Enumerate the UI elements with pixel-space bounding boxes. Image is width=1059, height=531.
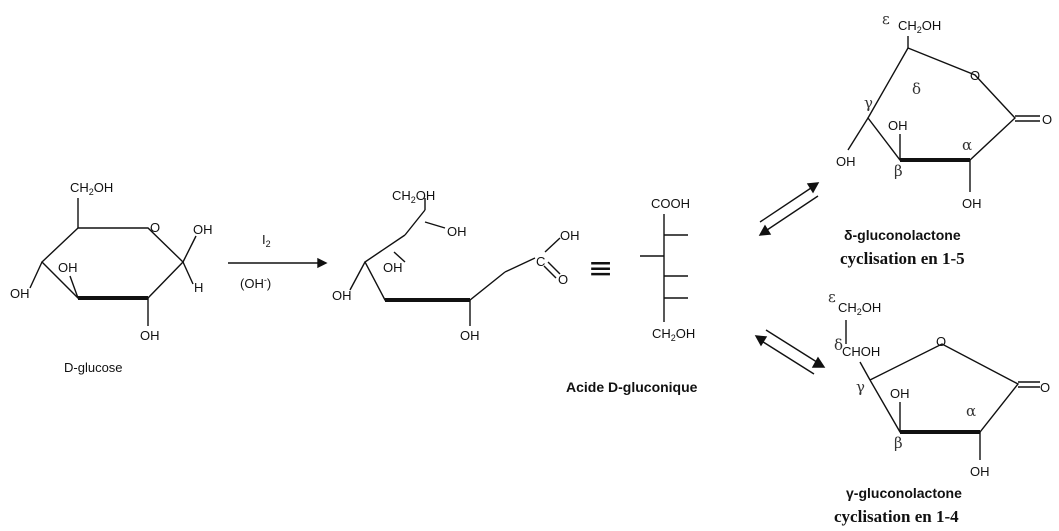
reagent-hydroxide: (OH-) [240, 275, 271, 291]
gamma-delta-label: δ [834, 336, 843, 354]
equilibrium-backward-head [754, 335, 768, 347]
delta-oh-label: OH [888, 118, 908, 133]
delta-alpha-label: α [962, 136, 972, 154]
equilibrium-backward-head [758, 224, 772, 236]
acid-oh-bond [424, 221, 446, 229]
delta-oh-bond [847, 117, 869, 151]
delta-gluconolactone-structure: CH2OH O O OH OH OH ε δ γ β α δ-gluconola… [836, 10, 1052, 268]
glucose-ch2oh-label: CH2OH [70, 180, 113, 197]
acid-oh-bond [349, 261, 366, 291]
equilibrium-arrow-gamma [754, 329, 826, 375]
glucose-h-bond [182, 261, 194, 285]
delta-oh-label: OH [836, 154, 856, 169]
acid-oh-label: OH [560, 228, 580, 243]
acid-carboxyl-oh-bond [544, 237, 561, 253]
gamma-ring-oxygen: O [936, 334, 946, 349]
gamma-epsilon-label: ε [828, 288, 836, 306]
gamma-ch2oh-label: CH2OH [838, 300, 881, 317]
gamma-oh-label: OH [890, 386, 910, 401]
glucose-oh-label: OH [193, 222, 213, 237]
delta-cyclisation-caption: cyclisation en 1-5 [840, 249, 965, 268]
gamma-cyclisation-caption: cyclisation en 1-4 [834, 507, 959, 526]
glucose-oh-label: OH [10, 286, 30, 301]
delta-epsilon-label: ε [882, 10, 890, 28]
delta-oh-label: OH [962, 196, 982, 211]
delta-delta-label: δ [912, 80, 921, 98]
acid-side-bond [404, 209, 426, 236]
gluconic-acid-name: Acide D-gluconique [566, 379, 698, 395]
fischer-projection: COOH CH2OH Acide D-gluconique [566, 196, 698, 395]
equilibrium-forward [759, 185, 815, 223]
acid-oh-bond [393, 251, 406, 263]
acid-carbonyl-bond [543, 265, 557, 279]
equilibrium-backward [759, 339, 815, 375]
reaction-arrow: I2 (OH-) [228, 232, 328, 291]
gamma-gamma-label: γ [856, 378, 865, 396]
gluconic-acid-structure: CH2OH OH OH OH OH C OH O [332, 188, 580, 343]
glucose-structure: CH2OH O OH H OH OH OH D-glucose [10, 180, 213, 375]
glucose-oh-label: OH [140, 328, 160, 343]
acid-oh-label: OH [447, 224, 467, 239]
equilibrium-forward-head [806, 182, 820, 194]
delta-ring-bond [867, 47, 1016, 161]
acid-oh-label: OH [383, 260, 403, 275]
delta-carbonyl-oxygen: O [1042, 112, 1052, 127]
glucose-name: D-glucose [64, 360, 123, 375]
arrow-head [317, 257, 328, 269]
gamma-oh-label: OH [970, 464, 990, 479]
gamma-choh-label: CHOH [842, 344, 880, 359]
acid-carbonyl-bond [547, 261, 561, 275]
glucose-oh-bond [29, 261, 43, 289]
glucose-oh-bond [69, 275, 79, 299]
reagent-iodine: I2 [262, 232, 271, 249]
equivalence-symbol: ≡ [588, 251, 613, 286]
glucose-oh-label: OH [58, 260, 78, 275]
acid-carbon-label: C [536, 254, 545, 269]
glucose-ring-oxygen: O [150, 220, 160, 235]
gamma-beta-label: β [894, 434, 903, 452]
gamma-gluconolactone-name: γ-gluconolactone [846, 485, 962, 501]
fischer-cooh-label: COOH [651, 196, 690, 211]
glucose-h-label: H [194, 280, 203, 295]
gamma-carbonyl-oxygen: O [1040, 380, 1050, 395]
equilibrium-forward-head [811, 356, 826, 368]
acid-ch2oh-label: CH2OH [392, 188, 435, 205]
fischer-ch2oh-label: CH2OH [652, 326, 695, 343]
equilibrium-backward [763, 195, 819, 233]
glucose-oh-bond [182, 235, 197, 263]
gamma-ring-bond [869, 343, 1020, 433]
acid-carboxyl-bond [504, 257, 536, 273]
acid-oh-label: OH [460, 328, 480, 343]
delta-ring-oxygen: O [970, 68, 980, 83]
equilibrium-arrow-delta [758, 182, 820, 236]
acid-oxygen-label: O [558, 272, 568, 287]
delta-ch2oh-label: CH2OH [898, 18, 941, 35]
gamma-gluconolactone-structure: CH2OH CHOH O O OH OH ε δ γ β α γ-glucono… [828, 288, 1050, 526]
delta-beta-label: β [894, 162, 903, 180]
equilibrium-forward [765, 329, 821, 365]
gamma-alpha-label: α [966, 402, 976, 420]
acid-oh-label: OH [332, 288, 352, 303]
delta-gamma-label: γ [864, 94, 873, 112]
delta-gluconolactone-name: δ-gluconolactone [844, 227, 961, 243]
gamma-side-bond [859, 361, 871, 381]
